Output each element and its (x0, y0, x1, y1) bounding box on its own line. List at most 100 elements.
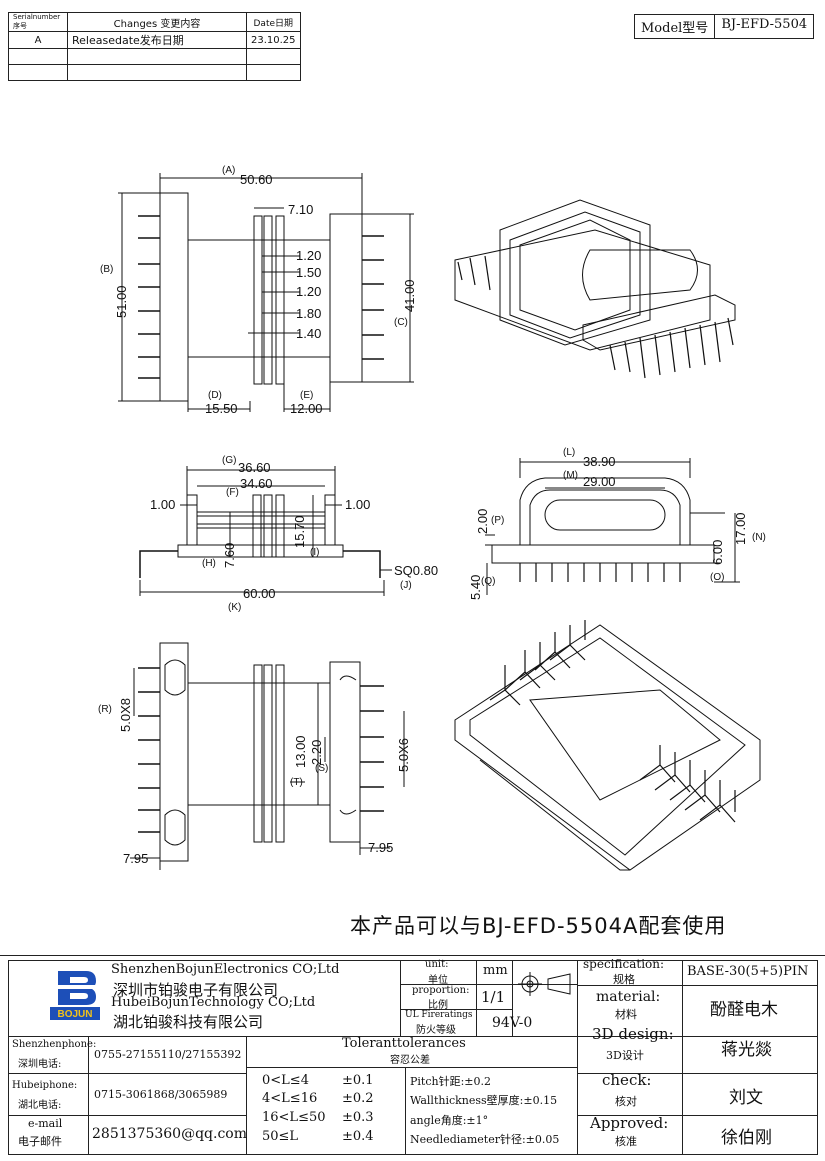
tolerance-value: ±0.2 (342, 1091, 374, 1106)
contact-sz-value: 0755-27155110/27155392 (94, 1048, 242, 1061)
unit-label-en: unit: (425, 959, 449, 970)
dim-label-g: (G) (222, 455, 236, 466)
dim-label-t: (T) (290, 777, 303, 788)
dim-label-l: (L) (563, 447, 575, 458)
dim-label-o: (O) (710, 572, 724, 583)
dim-value-right-1: 1.00 (345, 497, 370, 512)
dim-label-b: (B) (100, 264, 113, 275)
company-line-1: ShenzhenBojunElectronics CO;Ltd (111, 962, 340, 977)
dim-label-i: (I) (310, 547, 319, 558)
tolerance-value: ±0.3 (342, 1110, 374, 1125)
contact-email-label-cn: 电子邮件 (18, 1135, 62, 1148)
dim-value-o: 6.00 (710, 540, 725, 565)
tolerance-range: 4<L≤16 (262, 1091, 318, 1106)
dim-value-w1: 7.10 (288, 202, 313, 217)
dim-value-left-1: 1.00 (150, 497, 175, 512)
unit-value: mm (483, 963, 508, 978)
dim-label-q: (Q) (481, 576, 495, 587)
dim-label-n: (N) (752, 532, 766, 543)
tolerance-note: angle角度:±1° (410, 1114, 489, 1127)
dim-value-q: 5.40 (468, 575, 483, 600)
dim-value-f: 34.60 (240, 476, 273, 491)
contact-hb-label-en: Hubeiphone: (12, 1080, 78, 1091)
material-value: 酚醛电木 (710, 1000, 778, 1020)
title-block: BOJUN ShenzhenBojunElectronics CO;Ltd 深圳… (0, 955, 825, 1161)
dim-label-s: (S) (315, 763, 328, 774)
dim-value-s4: 1.80 (296, 306, 321, 321)
dim-value-s1: 1.20 (296, 248, 321, 263)
tolerance-note: Pitch针距:±0.2 (410, 1075, 492, 1088)
dim-value-s3: 1.20 (296, 284, 321, 299)
dim-label-f: (F) (226, 487, 239, 498)
tolerance-value: ±0.1 (342, 1073, 374, 1088)
compatibility-note: 本产品可以与BJ-EFD-5504A配套使用 (350, 914, 727, 938)
side-view (139, 466, 392, 596)
dim-value-e: 12.00 (290, 401, 323, 416)
dim-value-right: 5.0X6 (396, 738, 411, 772)
dim-label-m: (M) (563, 470, 578, 481)
dim-label-p: (P) (491, 515, 504, 526)
spec-value: BASE-30(5+5)PIN (687, 964, 809, 979)
tolerance-title-cn: 容忍公差 (390, 1055, 430, 1066)
approved-label-en: Approved: (590, 1114, 669, 1132)
contact-email-label-en: e-mail (28, 1117, 63, 1130)
tolerance-note: Needlediameter针径:±0.05 (410, 1133, 560, 1146)
dim-value-m: 29.00 (583, 474, 616, 489)
dim-value-a: 50.60 (240, 172, 273, 187)
dim-value-b: 51.00 (114, 285, 129, 318)
material-label-en: material: (596, 989, 661, 1005)
contact-hb-label-cn: 湖北电话: (18, 1100, 62, 1111)
model-label: Model型号 (641, 21, 709, 36)
dim-value-g: 36.60 (238, 460, 271, 475)
tolerance-range: 50≤L (262, 1129, 299, 1144)
dim-value-c: 41.00 (402, 279, 417, 312)
contact-hb-value: 0715-3061868/3065989 (94, 1088, 228, 1101)
approved-label-cn: 核准 (615, 1135, 637, 1148)
unit-label-cn: 单位 (428, 975, 448, 986)
tolerance-note: Wallthickness壁厚度:±0.15 (410, 1094, 558, 1107)
dim-label-h: (H) (202, 558, 216, 569)
dim-label-c: (C) (394, 317, 408, 328)
company-line-3: HubeiBojunTechnology CO;Ltd (111, 995, 316, 1010)
dim-value-j: SQ0.80 (394, 563, 438, 578)
tolerance-title-en: Toleranttolerances (342, 1036, 466, 1051)
dim-value-t: 13.00 (293, 735, 308, 768)
bojun-logo-icon: BOJUN (50, 971, 100, 1020)
dim-label-d: (D) (208, 390, 222, 401)
tolerance-value: ±0.4 (342, 1129, 374, 1144)
dim-value-d: 15.50 (205, 401, 238, 416)
dim-value-l: 38.90 (583, 454, 616, 469)
design-value: 蒋光燚 (721, 1040, 772, 1060)
proportion-value: 1/1 (481, 988, 506, 1006)
proportion-label-en: proportion: (412, 985, 470, 996)
iso-view-bottom (454, 620, 761, 871)
approved-value: 徐伯刚 (721, 1128, 772, 1148)
technical-drawing: (A) 50.60 7.10 1.20 1.50 1.20 1.80 1.40 … (98, 165, 766, 871)
model-box: Model型号 BJ-EFD-5504 (634, 14, 815, 39)
contact-email-value: 2851375360@qq.com (92, 1126, 247, 1142)
spec-label-cn: 规格 (613, 973, 635, 986)
company-line-4: 湖北铂骏科技有限公司 (113, 1013, 264, 1031)
design-label-cn: 3D设计 (606, 1049, 644, 1062)
spec-label-en: specification: (583, 957, 665, 971)
rev-empty-cell (246, 64, 301, 81)
dim-value-s5: 1.40 (296, 326, 321, 341)
dim-label-a: (A) (222, 165, 235, 176)
dim-label-j: (J) (400, 580, 412, 591)
projection-symbol-icon (518, 972, 571, 996)
tolerance-range: 16<L≤50 (262, 1110, 326, 1125)
top-view (118, 173, 414, 412)
check-label-cn: 核对 (615, 1095, 637, 1108)
dim-label-e: (E) (300, 390, 313, 401)
company-line-2: 深圳市铂骏电子有限公司 (113, 981, 279, 999)
front-view (485, 458, 740, 595)
ul-label-cn: 防火等级 (416, 1025, 456, 1036)
dim-label-k: (K) (228, 602, 241, 613)
check-label-en: check: (602, 1071, 652, 1089)
dim-value-bottom-left: 7.95 (123, 851, 148, 866)
dim-value-bottom-right: 7.95 (368, 840, 393, 855)
check-value: 刘文 (729, 1088, 763, 1108)
revision-table: Serialnumber序号 Changes 变更内容 Date日期 A Rel… (8, 12, 301, 81)
design-label-en: 3D design: (592, 1025, 674, 1043)
rev-row-change: Releasedate发布日期 (67, 31, 247, 49)
